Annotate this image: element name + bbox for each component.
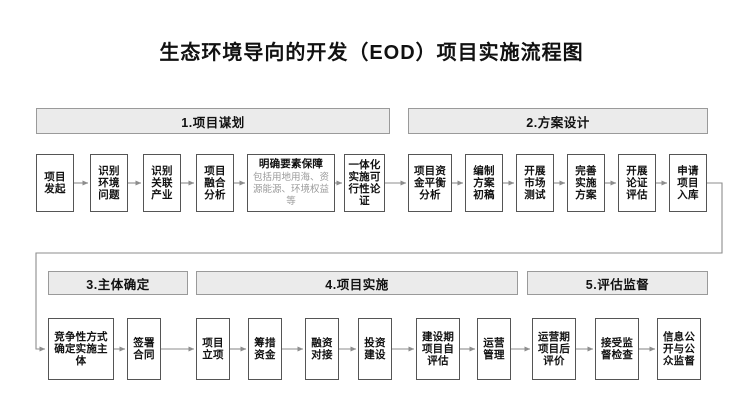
node-row2-3[interactable]: 项目立项 — [196, 318, 230, 380]
section-header-5: 5.评估监督 — [527, 271, 708, 295]
page-title: 生态环境导向的开发（EOD）项目实施流程图 — [159, 42, 584, 64]
node-row2-7[interactable]: 建设期项目自评估 — [416, 318, 460, 380]
section-header-4: 4.项目实施 — [196, 271, 518, 295]
node-label: 融资对接 — [311, 336, 333, 361]
node-label: 申请项目入库 — [677, 164, 699, 202]
node-row1-9[interactable]: 开展市场测试 — [516, 154, 554, 212]
node-label: 识别环境问题 — [98, 164, 120, 202]
node-row2-9[interactable]: 运营期项目后评价 — [532, 318, 576, 380]
node-label: 完善实施方案 — [575, 164, 597, 202]
node-label: 签署合同 — [133, 336, 155, 361]
node-label: 运营管理 — [483, 336, 505, 361]
node-row1-5[interactable]: 明确要素保障 包括用地用海、资源能源、环境权益等 — [247, 154, 335, 212]
node-label: 项目融合分析 — [204, 164, 226, 202]
node-label: 筹措资金 — [254, 336, 276, 361]
node-label: 投资建设 — [364, 336, 386, 361]
node-row1-10[interactable]: 完善实施方案 — [567, 154, 605, 212]
node-row2-2[interactable]: 签署合同 — [127, 318, 161, 380]
node-row1-2[interactable]: 识别环境问题 — [90, 154, 128, 212]
node-row2-8[interactable]: 运营管理 — [477, 318, 511, 380]
node-label: 信息公开与公众监督 — [662, 330, 696, 368]
node-row1-12[interactable]: 申请项目入库 — [669, 154, 707, 212]
node-row1-6[interactable]: 一体化实施可行性论证 — [344, 154, 385, 212]
node-sublabel: 包括用地用海、资源能源、环境权益等 — [252, 172, 329, 208]
node-label: 明确要素保障 — [258, 158, 324, 171]
node-row2-10[interactable]: 接受监督检查 — [595, 318, 639, 380]
section-header-1: 1.项目谋划 — [36, 108, 390, 134]
node-label: 开展论证评估 — [626, 164, 648, 202]
node-row2-11[interactable]: 信息公开与公众监督 — [657, 318, 701, 380]
node-label: 开展市场测试 — [524, 164, 546, 202]
node-row1-11[interactable]: 开展论证评估 — [618, 154, 656, 212]
node-row2-5[interactable]: 融资对接 — [305, 318, 339, 380]
node-row1-7[interactable]: 项目资金平衡分析 — [408, 154, 452, 212]
node-row1-3[interactable]: 识别关联产业 — [143, 154, 181, 212]
node-label: 项目立项 — [202, 336, 224, 361]
node-row1-1[interactable]: 项目发起 — [36, 154, 74, 212]
node-label: 项目资金平衡分析 — [413, 164, 447, 202]
section-header-3: 3.主体确定 — [48, 271, 188, 295]
section-header-2: 2.方案设计 — [408, 108, 708, 134]
node-row2-6[interactable]: 投资建设 — [358, 318, 392, 380]
node-label: 竞争性方式确定实施主体 — [54, 330, 108, 368]
node-row2-4[interactable]: 筹措资金 — [248, 318, 282, 380]
node-label: 接受监督检查 — [600, 336, 634, 361]
node-label: 项目发起 — [44, 170, 66, 195]
node-row1-8[interactable]: 编制方案初稿 — [465, 154, 503, 212]
node-label: 一体化实施可行性论证 — [348, 158, 381, 208]
node-label: 运营期项目后评价 — [537, 330, 571, 368]
node-row1-4[interactable]: 项目融合分析 — [196, 154, 234, 212]
node-label: 识别关联产业 — [151, 164, 173, 202]
node-label: 建设期项目自评估 — [421, 330, 455, 368]
node-row2-1[interactable]: 竞争性方式确定实施主体 — [48, 318, 114, 380]
node-label: 编制方案初稿 — [473, 164, 495, 202]
